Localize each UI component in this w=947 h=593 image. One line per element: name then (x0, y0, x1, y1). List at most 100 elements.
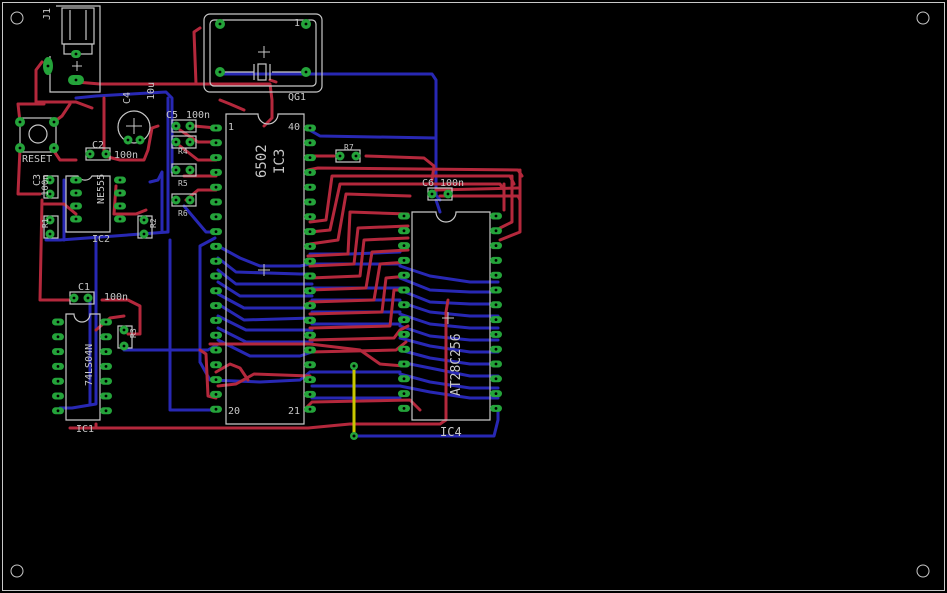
r5-pad-hole (188, 168, 192, 172)
ic3-pad-hole (214, 348, 218, 352)
label-r4: R4 (178, 147, 188, 156)
ic3-pad-hole (308, 126, 312, 130)
ic1-pad-hole (56, 365, 60, 368)
ic2-pad-hole (74, 178, 78, 182)
label-c5-value: 100n (186, 110, 210, 121)
c5-pad-hole (188, 124, 192, 128)
label-r5: R5 (178, 179, 188, 188)
ic3-pad-hole (308, 215, 312, 219)
label-ic4: IC4 (440, 425, 462, 439)
ic3-pad-hole (308, 333, 312, 337)
ic4-pad-hole (494, 362, 498, 366)
qg1-pad-hole (304, 70, 308, 74)
c2-pad-hole (88, 152, 92, 156)
label-c2: C2 (92, 140, 104, 151)
ic1-pad-hole (104, 394, 108, 398)
ic4-pad-hole (402, 347, 406, 351)
ic3-pad-hole (308, 185, 312, 189)
ic3-pad-hole (308, 289, 312, 293)
r3-pad-hole (122, 328, 126, 332)
c6-pad-hole (430, 192, 434, 196)
ic3-pad-hole (308, 378, 312, 381)
ic3-pad-hole (308, 171, 312, 174)
ic3-pad-hole (214, 126, 218, 130)
label-r1: R1 (41, 218, 50, 228)
ic4-pad-hole (402, 362, 406, 366)
ic3-pad-hole (308, 230, 312, 234)
label-ic1-part: 74LS04N (84, 344, 95, 386)
qg1-pad-hole (218, 70, 222, 74)
j1-pad-hole (46, 64, 50, 68)
label-reset: RESET (22, 154, 52, 165)
ic3-pad-hole (214, 363, 218, 367)
ic3-pad-hole (214, 245, 218, 248)
ic4-pad-hole (494, 214, 498, 218)
label-c5: C5 (166, 110, 178, 121)
c3-pad-hole (48, 178, 52, 182)
r7-pad-hole (354, 154, 358, 158)
c4-pad-hole (138, 138, 142, 142)
label-ic3-pin20: 20 (228, 406, 240, 417)
ic4-pad-hole (402, 303, 406, 307)
ic4-pad-hole (402, 273, 406, 277)
ic3-pad-hole (214, 259, 218, 263)
component-pads[interactable] (15, 19, 502, 415)
qg1-pad-hole (218, 22, 222, 26)
reset-switch-pad-hole (52, 120, 56, 124)
label-r7: R7 (344, 143, 354, 152)
label-c2-value: 100n (114, 150, 138, 161)
label-c1-value: 100n (104, 292, 128, 303)
reset-switch-pad-hole (18, 120, 22, 124)
label-c3-value: 100n (41, 174, 51, 196)
label-ne555: NE555 (96, 174, 107, 204)
r1-pad-hole (48, 232, 52, 236)
c4-pad-hole (126, 138, 130, 142)
mounting-holes (10, 11, 930, 578)
ic3-pad-hole (214, 393, 218, 396)
label-ic3-pin40: 40 (288, 122, 300, 133)
origin-crosses (72, 46, 454, 324)
label-crystal-pin1: 1 (294, 18, 300, 29)
ic1-pad-hole (56, 350, 60, 353)
ic4-pad-hole (402, 244, 406, 248)
ic4-pad-hole (494, 273, 498, 277)
ic3-pad-hole (214, 333, 218, 337)
label-qg1: QG1 (288, 92, 306, 103)
ic3-pad-hole (308, 319, 312, 322)
ic4-pad-hole (494, 392, 498, 395)
label-c3: C3 (32, 174, 43, 186)
ic3-pad-hole (214, 215, 218, 219)
label-r2: R2 (149, 218, 158, 228)
ic4-pad-hole (402, 318, 406, 321)
ic4-pad-hole (494, 333, 498, 336)
ic1-pad-hole (56, 335, 60, 339)
ic3-pad-hole (308, 274, 312, 278)
ic1-pad-hole (104, 379, 108, 383)
ic3-pad-hole (214, 171, 218, 174)
ic1-pad-hole (56, 320, 60, 324)
label-ic1: IC1 (76, 424, 94, 435)
r5-pad-hole (174, 168, 178, 172)
reset-switch-pad-hole (18, 146, 22, 150)
ic4-pad-hole (494, 377, 498, 381)
label-c4: C4 (122, 92, 133, 104)
ic2-pad-hole (118, 178, 122, 182)
ic3-pad-hole (308, 393, 312, 396)
label-ic2: IC2 (92, 234, 110, 245)
label-c6: C6 (422, 178, 434, 189)
ic1-pad-hole (104, 365, 108, 368)
label-ic4-part: AT28C256 (449, 333, 464, 396)
ic3-pad-hole (308, 363, 312, 367)
ic3-pad-hole (214, 319, 218, 322)
label-c4-value: 10u (146, 82, 157, 100)
ic4-pad-hole (402, 377, 406, 381)
bottom-copper-traces (44, 72, 500, 438)
ic3-pad-hole (214, 141, 218, 145)
ic2-pad-hole (118, 217, 122, 221)
c1-pad-hole (86, 296, 90, 300)
ic4-pad-hole (494, 229, 498, 233)
silk-labels: J1 QG1 1 C4 10u C5 100n RESET C2 100n R4… (22, 8, 464, 439)
ic1-pad-hole (104, 320, 108, 324)
ic4-pad-hole (402, 229, 406, 233)
